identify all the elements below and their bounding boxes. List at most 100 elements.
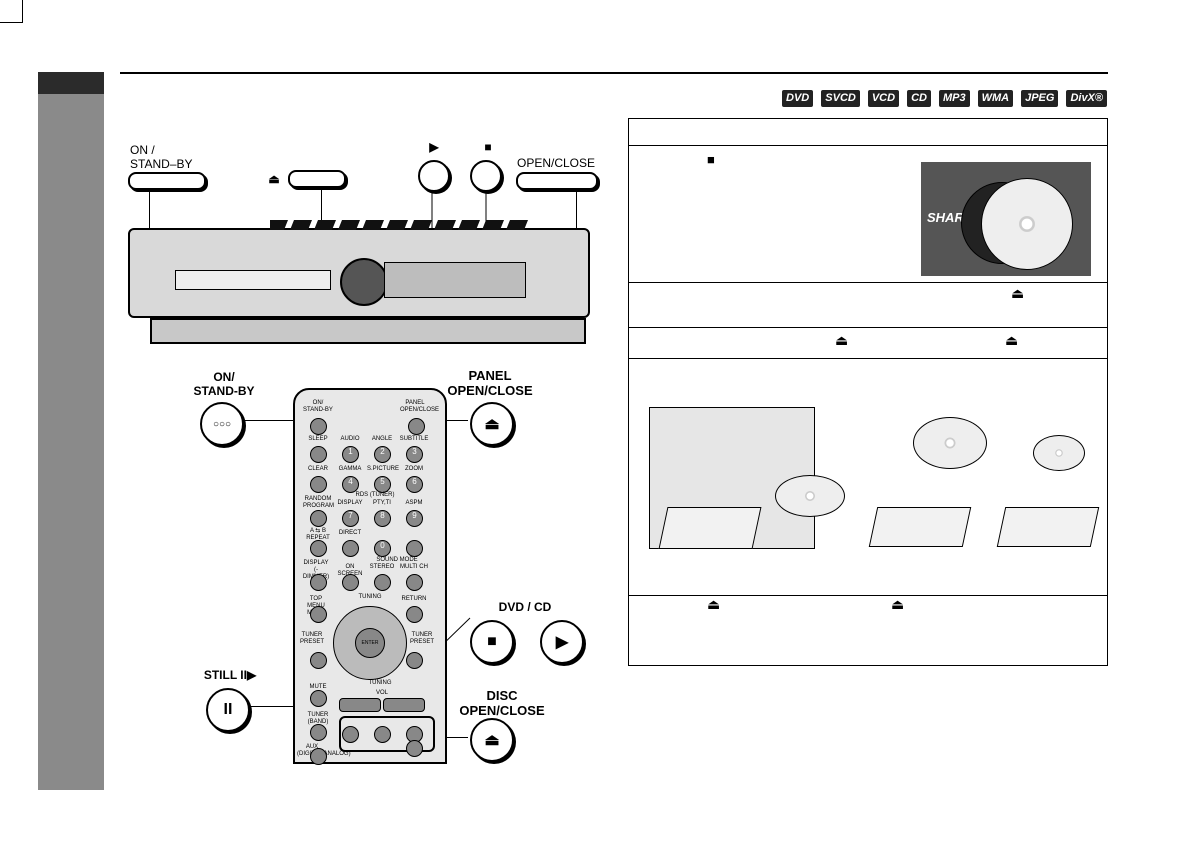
stop-button[interactable] — [470, 160, 502, 192]
remote-enter-button[interactable]: ENTER — [355, 628, 385, 658]
remote-key-label: S.PICTURE — [367, 466, 400, 472]
format-badge: CD — [907, 90, 931, 107]
remote-sound-mode-label: SOUND MODE — [376, 557, 418, 563]
remote-key-2[interactable]: 2 — [374, 446, 391, 463]
disc-open-close-callout: ⏏ — [470, 718, 514, 762]
play-button[interactable] — [418, 160, 450, 192]
remote-key-3[interactable]: 3 — [406, 446, 423, 463]
format-badge: VCD — [867, 90, 900, 107]
remote-stereo-button[interactable] — [374, 574, 391, 591]
remote-key-label: TUNER (BAND) — [307, 712, 329, 725]
disc-tray — [868, 507, 972, 547]
remote-random-program-button[interactable] — [310, 510, 327, 527]
disc-tray-slot — [175, 270, 331, 290]
remote-on-standby-callout: ○○○ — [200, 402, 244, 446]
instruction-row-5: ⏏ ⏏ — [629, 596, 1107, 664]
crop-mark — [0, 0, 23, 23]
stop-icon: ■ — [484, 140, 492, 154]
header-rule — [120, 72, 1108, 74]
remote-key-label: ZOOM — [405, 466, 423, 472]
volume-knob — [340, 258, 388, 306]
remote-key-label: TUNING — [368, 680, 392, 686]
remote-key-label: AUDIO — [340, 436, 360, 442]
remote-key-label: PANEL OPEN/CLOSE — [400, 400, 440, 413]
still-callout: II — [206, 688, 250, 732]
remote-clear-button[interactable] — [310, 476, 327, 493]
remote-tuner-band-button[interactable] — [310, 724, 327, 741]
disc-tray — [658, 507, 762, 549]
format-badges: DVD SVCD VCD CD MP3 WMA JPEG DivX® — [782, 90, 1107, 107]
remote-key-7[interactable]: 7 — [342, 510, 359, 527]
remote-multi-ch-button[interactable] — [406, 574, 423, 591]
disc-open-close-label: DISC OPEN/CLOSE — [459, 688, 545, 718]
remote-plus10-button[interactable] — [406, 540, 423, 557]
open-close-button[interactable] — [516, 172, 598, 190]
eject-button[interactable] — [288, 170, 346, 188]
panel-open-close-label: PANEL OPEN/CLOSE — [447, 368, 533, 398]
disc-image — [775, 475, 845, 517]
on-standby-button[interactable] — [128, 172, 206, 190]
remote-key-label: RANDOM PROGRAM — [303, 496, 335, 509]
remote-stop-button[interactable] — [374, 726, 391, 743]
page-sidebar-tab — [38, 72, 104, 94]
unit-vents — [270, 220, 528, 230]
remote-disc-open-close-button[interactable] — [406, 740, 423, 757]
remote-skip-forward-button[interactable] — [406, 652, 423, 669]
remote-key-label: VOL — [375, 690, 388, 696]
disc-tray — [996, 507, 1100, 547]
remote-key-label: TUNER PRESET — [299, 632, 324, 645]
stop-icon: ■ — [707, 152, 715, 167]
remote-key-label: CLEAR — [307, 466, 328, 472]
remote-vol-up-button[interactable] — [383, 698, 425, 712]
leader-line — [244, 420, 304, 421]
remote-vol-down-button[interactable] — [339, 698, 381, 712]
format-badge: JPEG — [1021, 90, 1059, 107]
remote-key-label: MULTI CH — [400, 564, 428, 570]
format-badge: DVD — [782, 90, 814, 107]
remote-key-4[interactable]: 4 — [342, 476, 359, 493]
eject-icon: ⏏ — [835, 332, 849, 348]
remote-key-label: STEREO — [369, 564, 395, 570]
play-icon: ▶ — [429, 140, 439, 154]
remote-on-standby-button[interactable] — [310, 418, 327, 435]
remote-key-9[interactable]: 9 — [406, 510, 423, 527]
eject-icon: ⏏ — [891, 596, 905, 612]
front-display — [384, 262, 526, 298]
remote-key-0[interactable]: 0 — [374, 540, 391, 557]
instruction-box: ■ SHARP ⏏ ⏏ ⏏ ⏏ ⏏ — [628, 118, 1108, 666]
still-label: STILL II▶ — [203, 668, 257, 682]
remote-rds-label: RDS (TUNER) — [355, 492, 395, 498]
remote-display-button[interactable] — [310, 574, 327, 591]
remote-direct-button[interactable] — [342, 540, 359, 557]
remote-skip-back-button[interactable] — [310, 652, 327, 669]
remote-key-1[interactable]: 1 — [342, 446, 359, 463]
disc-image — [981, 178, 1073, 270]
remote-repeat-button[interactable] — [310, 540, 327, 557]
remote-still-button[interactable] — [342, 726, 359, 743]
remote-key-label: PTY,TI — [373, 500, 391, 506]
remote-dvd-cd-group — [339, 716, 435, 752]
remote-panel-open-close-button[interactable] — [408, 418, 425, 435]
remote-return-button[interactable] — [406, 606, 423, 623]
remote-key-label: TUNER PRESET — [409, 632, 434, 645]
remote-mute-button[interactable] — [310, 690, 327, 707]
remote-key-6[interactable]: 6 — [406, 476, 423, 493]
remote-aux-button[interactable] — [310, 748, 327, 765]
remote-sleep-button[interactable] — [310, 446, 327, 463]
format-badge: DivX® — [1066, 90, 1107, 107]
remote-key-label: MUTE — [309, 684, 327, 690]
dvd-cd-stop-callout: ■ — [470, 620, 514, 664]
open-close-label: OPEN/CLOSE — [516, 156, 596, 170]
disc-illustration: SHARP — [921, 162, 1091, 276]
remote-key-label: RETURN — [401, 596, 427, 602]
eject-icon: ⏏ — [1011, 285, 1025, 301]
remote-on-screen-button[interactable] — [342, 574, 359, 591]
remote-on-standby-label: ON/ STAND-BY — [193, 370, 255, 398]
remote-key-5[interactable]: 5 — [374, 476, 391, 493]
remote-top-menu-button[interactable] — [310, 606, 327, 623]
remote-key-8[interactable]: 8 — [374, 510, 391, 527]
instruction-row-1: ■ SHARP — [629, 146, 1107, 283]
disc-12cm — [913, 417, 987, 469]
remote-key-label: SLEEP — [308, 436, 328, 442]
format-badge: MP3 — [938, 90, 970, 107]
